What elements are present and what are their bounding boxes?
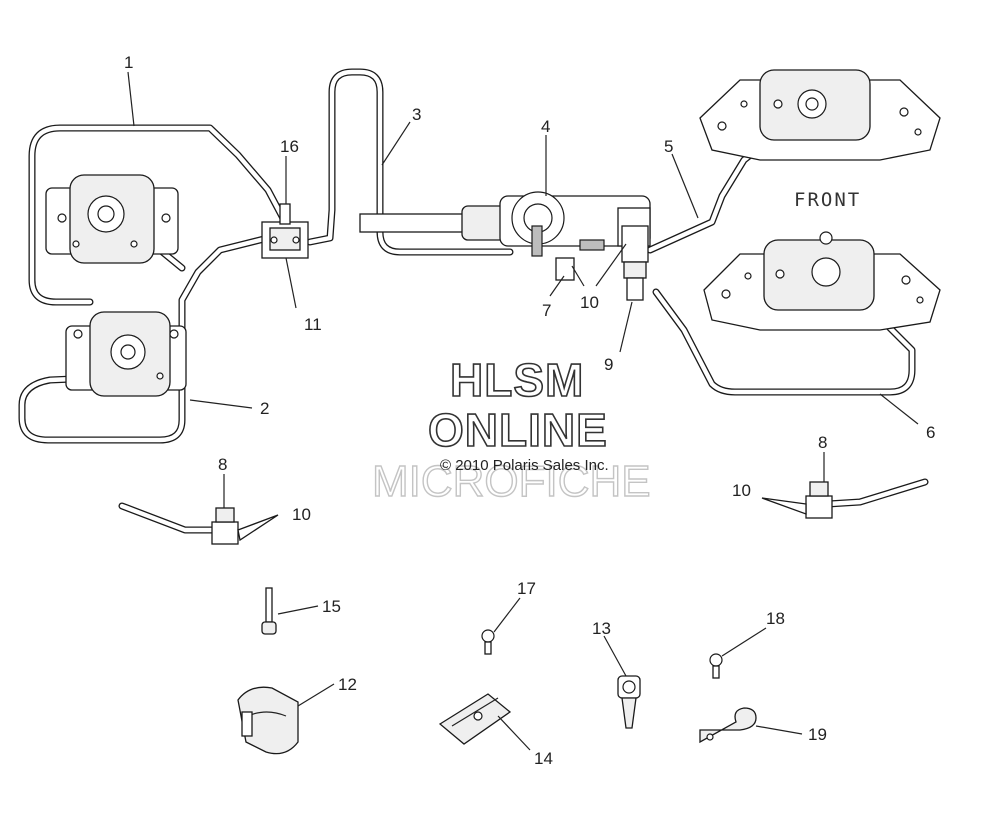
distribution-block bbox=[261, 203, 309, 259]
callout-10-right: 10 bbox=[732, 481, 751, 500]
leader-lines bbox=[127, 71, 919, 751]
watermark-hlsm: HLSM bbox=[450, 354, 584, 406]
callout-7: 7 bbox=[542, 301, 551, 320]
callout-9: 9 bbox=[604, 355, 613, 374]
callout-11: 11 bbox=[304, 315, 322, 334]
valve-13 bbox=[617, 675, 641, 729]
callout-19: 19 bbox=[808, 725, 827, 744]
callout-18: 18 bbox=[766, 609, 785, 628]
brake-hose-8-right bbox=[761, 478, 929, 519]
callout-17: 17 bbox=[517, 579, 536, 598]
callout-8-right: 8 bbox=[818, 433, 827, 452]
callout-15: 15 bbox=[322, 597, 341, 616]
callout-1: 1 bbox=[124, 53, 133, 72]
brake-line-2 bbox=[18, 234, 272, 444]
clamp-19 bbox=[699, 707, 757, 744]
brake-hose-8-left bbox=[118, 502, 279, 545]
callout-2: 2 bbox=[260, 399, 269, 418]
watermark-online: ONLINE bbox=[428, 404, 608, 456]
callout-16: 16 bbox=[280, 137, 299, 156]
screw-18 bbox=[709, 653, 723, 679]
watermark-copyright: © 2010 Polaris Sales Inc. bbox=[440, 457, 609, 474]
screw-17 bbox=[481, 629, 495, 655]
callout-14: 14 bbox=[534, 749, 553, 768]
rivet-15 bbox=[261, 587, 277, 635]
front-label: FRONT bbox=[794, 189, 861, 211]
callout-6: 6 bbox=[926, 423, 935, 442]
watermark-microfiche: MICROFICHE bbox=[372, 457, 651, 506]
brake-line-3 bbox=[306, 68, 514, 256]
master-cylinder bbox=[359, 191, 651, 301]
brake-line-6 bbox=[652, 274, 916, 396]
callout-10-center: 10 bbox=[580, 293, 599, 312]
callout-10-left: 10 bbox=[292, 505, 311, 524]
callout-13: 13 bbox=[592, 619, 611, 638]
caliper-left-lower bbox=[65, 311, 187, 397]
clip-14 bbox=[438, 693, 512, 745]
caliper-left-upper bbox=[45, 174, 179, 264]
bracket-12 bbox=[237, 686, 299, 755]
callout-8-left: 8 bbox=[218, 455, 227, 474]
callout-12: 12 bbox=[338, 675, 357, 694]
caliper-right-lower bbox=[703, 231, 941, 331]
caliper-right-upper bbox=[699, 69, 941, 161]
callout-4: 4 bbox=[541, 117, 550, 136]
callout-5: 5 bbox=[664, 137, 673, 156]
brake-line-1 bbox=[28, 124, 289, 306]
callout-3: 3 bbox=[412, 105, 421, 124]
